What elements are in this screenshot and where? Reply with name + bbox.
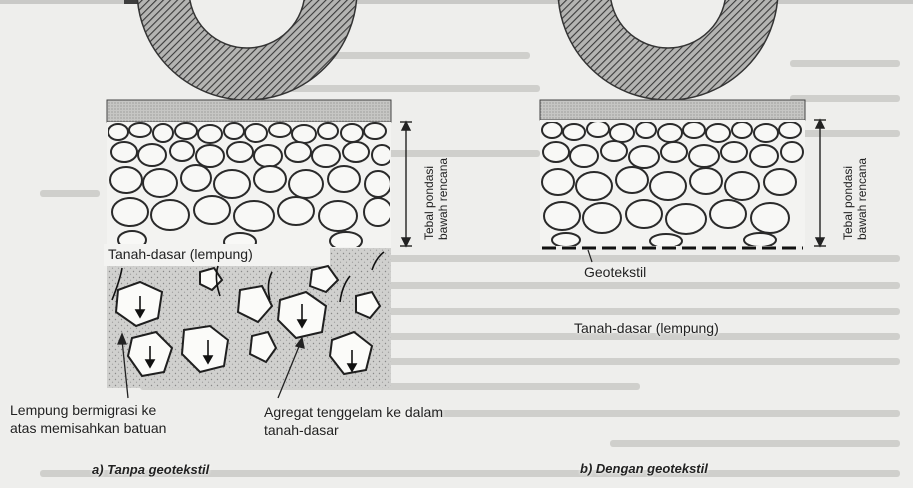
panel-a-wheel — [137, 0, 357, 100]
panel-b-wheel — [558, 0, 778, 100]
panel-b-caption: b) Dengan geotekstil — [580, 460, 708, 477]
panel-b-surface-layer — [540, 100, 805, 120]
panel-b-thickness-arrow — [814, 120, 826, 246]
panel-b-thickness-label-line1: Tebal pondasi — [842, 166, 855, 240]
panel-b-geotextile-label: Geotekstil — [584, 264, 646, 281]
panel-a-aggregate-sink-line2: tanah-dasar — [264, 422, 339, 439]
panel-b-geotextile-leader — [588, 250, 592, 262]
panel-a-thickness-arrow — [400, 122, 412, 246]
panel-a-clay-migration-line1: Lempung bermigrasi ke — [10, 402, 156, 419]
panel-a-aggregate-sink-line1: Agregat tenggelam ke dalam — [264, 404, 443, 421]
panel-a-thickness-label-line1: Tebal pondasi — [423, 166, 436, 240]
panel-a-caption: a) Tanpa geotekstil — [92, 461, 209, 478]
panel-a-thickness-label-line2: bawah rencana — [437, 158, 450, 240]
panel-a-subgrade-label: Tanah-dasar (lempung) — [108, 246, 253, 263]
panel-a-surface-layer — [107, 100, 391, 122]
panel-b-subgrade-label: Tanah-dasar (lempung) — [574, 320, 719, 337]
panel-b-thickness-label-line2: bawah rencana — [856, 158, 869, 240]
panel-a-clay-migration-line2: atas memisahkan batuan — [10, 420, 166, 437]
